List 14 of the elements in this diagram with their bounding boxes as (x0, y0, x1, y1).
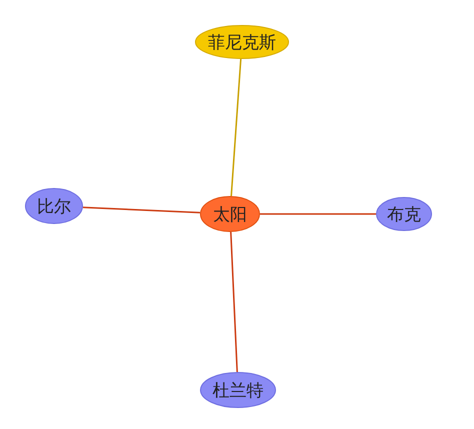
node-label: 比尔 (37, 196, 71, 218)
node-label: 太阳 (213, 204, 247, 226)
connector-line (230, 58, 242, 196)
ellipse-node (376, 197, 432, 231)
node-label: 杜兰特 (212, 380, 264, 402)
ellipse-node (195, 25, 289, 59)
ellipse-node (200, 196, 260, 232)
ellipse-node (200, 372, 276, 408)
connector-line (82, 206, 200, 214)
connector-line (230, 232, 238, 372)
node-label: 布克 (387, 204, 421, 226)
connector-line (260, 213, 376, 215)
ellipse-node (25, 188, 83, 224)
node-label: 菲尼克斯 (208, 32, 276, 54)
